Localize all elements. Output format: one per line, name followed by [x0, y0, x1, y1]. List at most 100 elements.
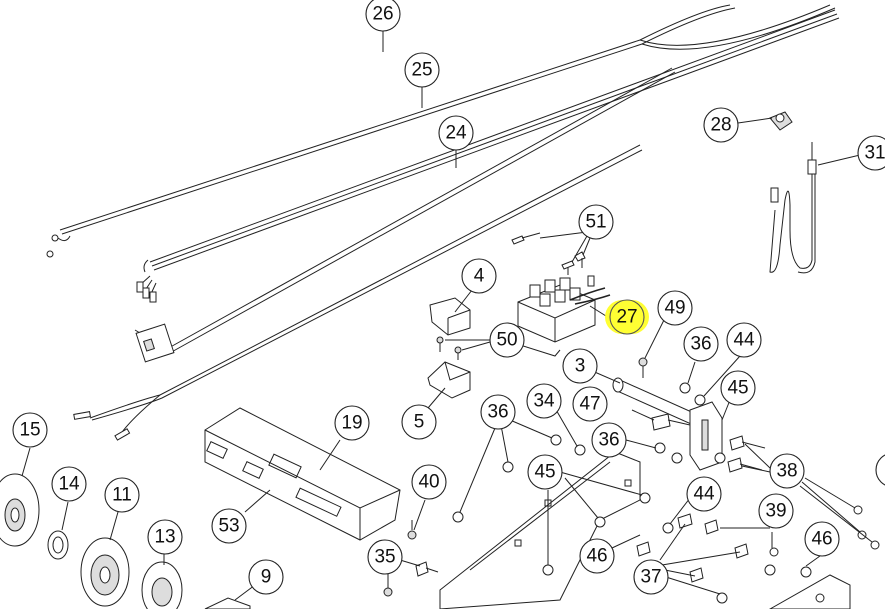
callout-15[interactable]: 15 [12, 412, 48, 448]
screws-51 [511, 231, 591, 275]
callout-47[interactable]: 47 [572, 386, 608, 422]
svg-text:15: 15 [19, 420, 40, 441]
svg-text:28: 28 [710, 115, 731, 136]
callout-3[interactable]: 3 [562, 348, 598, 384]
callout-49[interactable]: 49 [657, 290, 693, 326]
callout-35[interactable]: 35 [367, 539, 403, 575]
svg-text:46: 46 [586, 546, 607, 567]
svg-text:27: 27 [616, 307, 637, 328]
callout-34[interactable]: 34 [526, 383, 562, 419]
callout-24[interactable]: 24 [438, 115, 474, 151]
callout-46-right[interactable]: 46 [804, 521, 840, 557]
plate-bottom-right [768, 574, 851, 609]
callout-14[interactable]: 14 [51, 466, 87, 502]
relay-27 [511, 275, 611, 357]
bracket-5 [427, 361, 471, 409]
svg-text:14: 14 [58, 474, 80, 495]
callout-27[interactable]: 27 [605, 299, 649, 335]
callout-11[interactable]: 11 [104, 477, 140, 513]
svg-text:53: 53 [218, 516, 239, 537]
svg-text:26: 26 [372, 4, 393, 25]
bracket-4 [429, 289, 473, 336]
svg-text:36: 36 [598, 430, 619, 451]
screws-50 [436, 336, 491, 360]
callout-46-mid[interactable]: 46 [579, 538, 615, 574]
cable-26 [46, 4, 836, 258]
svg-text:9: 9 [261, 567, 272, 588]
svg-text:36: 36 [690, 334, 711, 355]
svg-text:44: 44 [733, 330, 755, 351]
gear-13 [141, 554, 183, 609]
svg-text:13: 13 [154, 527, 175, 548]
callout-4[interactable]: 4 [461, 258, 497, 294]
label-53-leader [244, 489, 271, 513]
callout-25[interactable]: 25 [404, 52, 440, 88]
svg-text:44: 44 [693, 484, 715, 505]
callout-28-leader [737, 117, 773, 124]
callout-36-top[interactable]: 36 [683, 326, 719, 362]
svg-text:37: 37 [640, 567, 661, 588]
callout-37[interactable]: 37 [633, 559, 669, 595]
svg-text:35: 35 [374, 547, 395, 568]
pulley-11 [80, 511, 130, 607]
callout-13[interactable]: 13 [147, 519, 183, 555]
screws-35 [383, 559, 439, 597]
svg-text:11: 11 [112, 485, 132, 506]
svg-text:51: 51 [585, 212, 606, 233]
svg-text:25: 25 [411, 60, 432, 81]
callout-44-mid[interactable]: 44 [686, 476, 722, 512]
callout-5[interactable]: 5 [401, 404, 437, 440]
svg-text:45: 45 [534, 462, 555, 483]
callout-53[interactable]: 53 [211, 508, 247, 544]
callout-28[interactable]: 28 [703, 107, 739, 143]
svg-text:46: 46 [811, 529, 832, 550]
wire-harness [73, 144, 643, 441]
nut-washer-top [679, 355, 741, 406]
svg-text:38: 38 [776, 461, 797, 482]
callout-38[interactable]: 38 [769, 453, 805, 489]
callout-31[interactable]: 31 [857, 135, 885, 171]
svg-text:36: 36 [487, 402, 508, 423]
bolt-47 [631, 409, 691, 431]
callout-51[interactable]: 51 [578, 204, 614, 240]
probe-31 [769, 142, 861, 274]
callout-44-top[interactable]: 44 [726, 322, 762, 358]
bolts-38 [727, 435, 880, 550]
svg-text:24: 24 [445, 123, 467, 144]
svg-text:34: 34 [533, 391, 555, 412]
svg-text:31: 31 [864, 143, 885, 164]
cover-19 [204, 407, 401, 541]
part-9 [204, 584, 256, 609]
washer-14 [47, 501, 69, 560]
svg-text:3: 3 [575, 356, 586, 377]
callout-40[interactable]: 40 [411, 464, 447, 500]
callout-9[interactable]: 9 [248, 559, 284, 595]
callout-36-right[interactable]: 36 [591, 422, 627, 458]
svg-text:45: 45 [727, 378, 748, 399]
callout-45-mid[interactable]: 45 [527, 454, 563, 490]
cable-24 [134, 67, 676, 363]
svg-text:50: 50 [496, 330, 517, 351]
callout-36-mid[interactable]: 36 [480, 394, 516, 430]
pulley-15 [0, 447, 40, 547]
callout-39[interactable]: 39 [758, 493, 794, 529]
callout-50[interactable]: 50 [489, 322, 525, 358]
screw-49 [638, 317, 666, 378]
svg-text:19: 19 [341, 413, 362, 434]
callout-45-top[interactable]: 45 [720, 370, 756, 406]
svg-text:5: 5 [414, 412, 425, 433]
svg-text:49: 49 [664, 298, 685, 319]
screw-40 [407, 499, 426, 540]
svg-text:39: 39 [765, 501, 786, 522]
svg-text:4: 4 [474, 266, 485, 287]
cable-25 [136, 9, 840, 303]
shaft-3 [589, 369, 706, 429]
nuts-middle [452, 407, 683, 523]
callout-4-edge[interactable]: 4 [875, 453, 885, 487]
callout-19[interactable]: 19 [334, 405, 370, 441]
clip-28 [769, 111, 793, 131]
svg-text:47: 47 [579, 394, 600, 415]
callout-26[interactable]: 26 [365, 0, 401, 32]
svg-text:40: 40 [418, 472, 439, 493]
